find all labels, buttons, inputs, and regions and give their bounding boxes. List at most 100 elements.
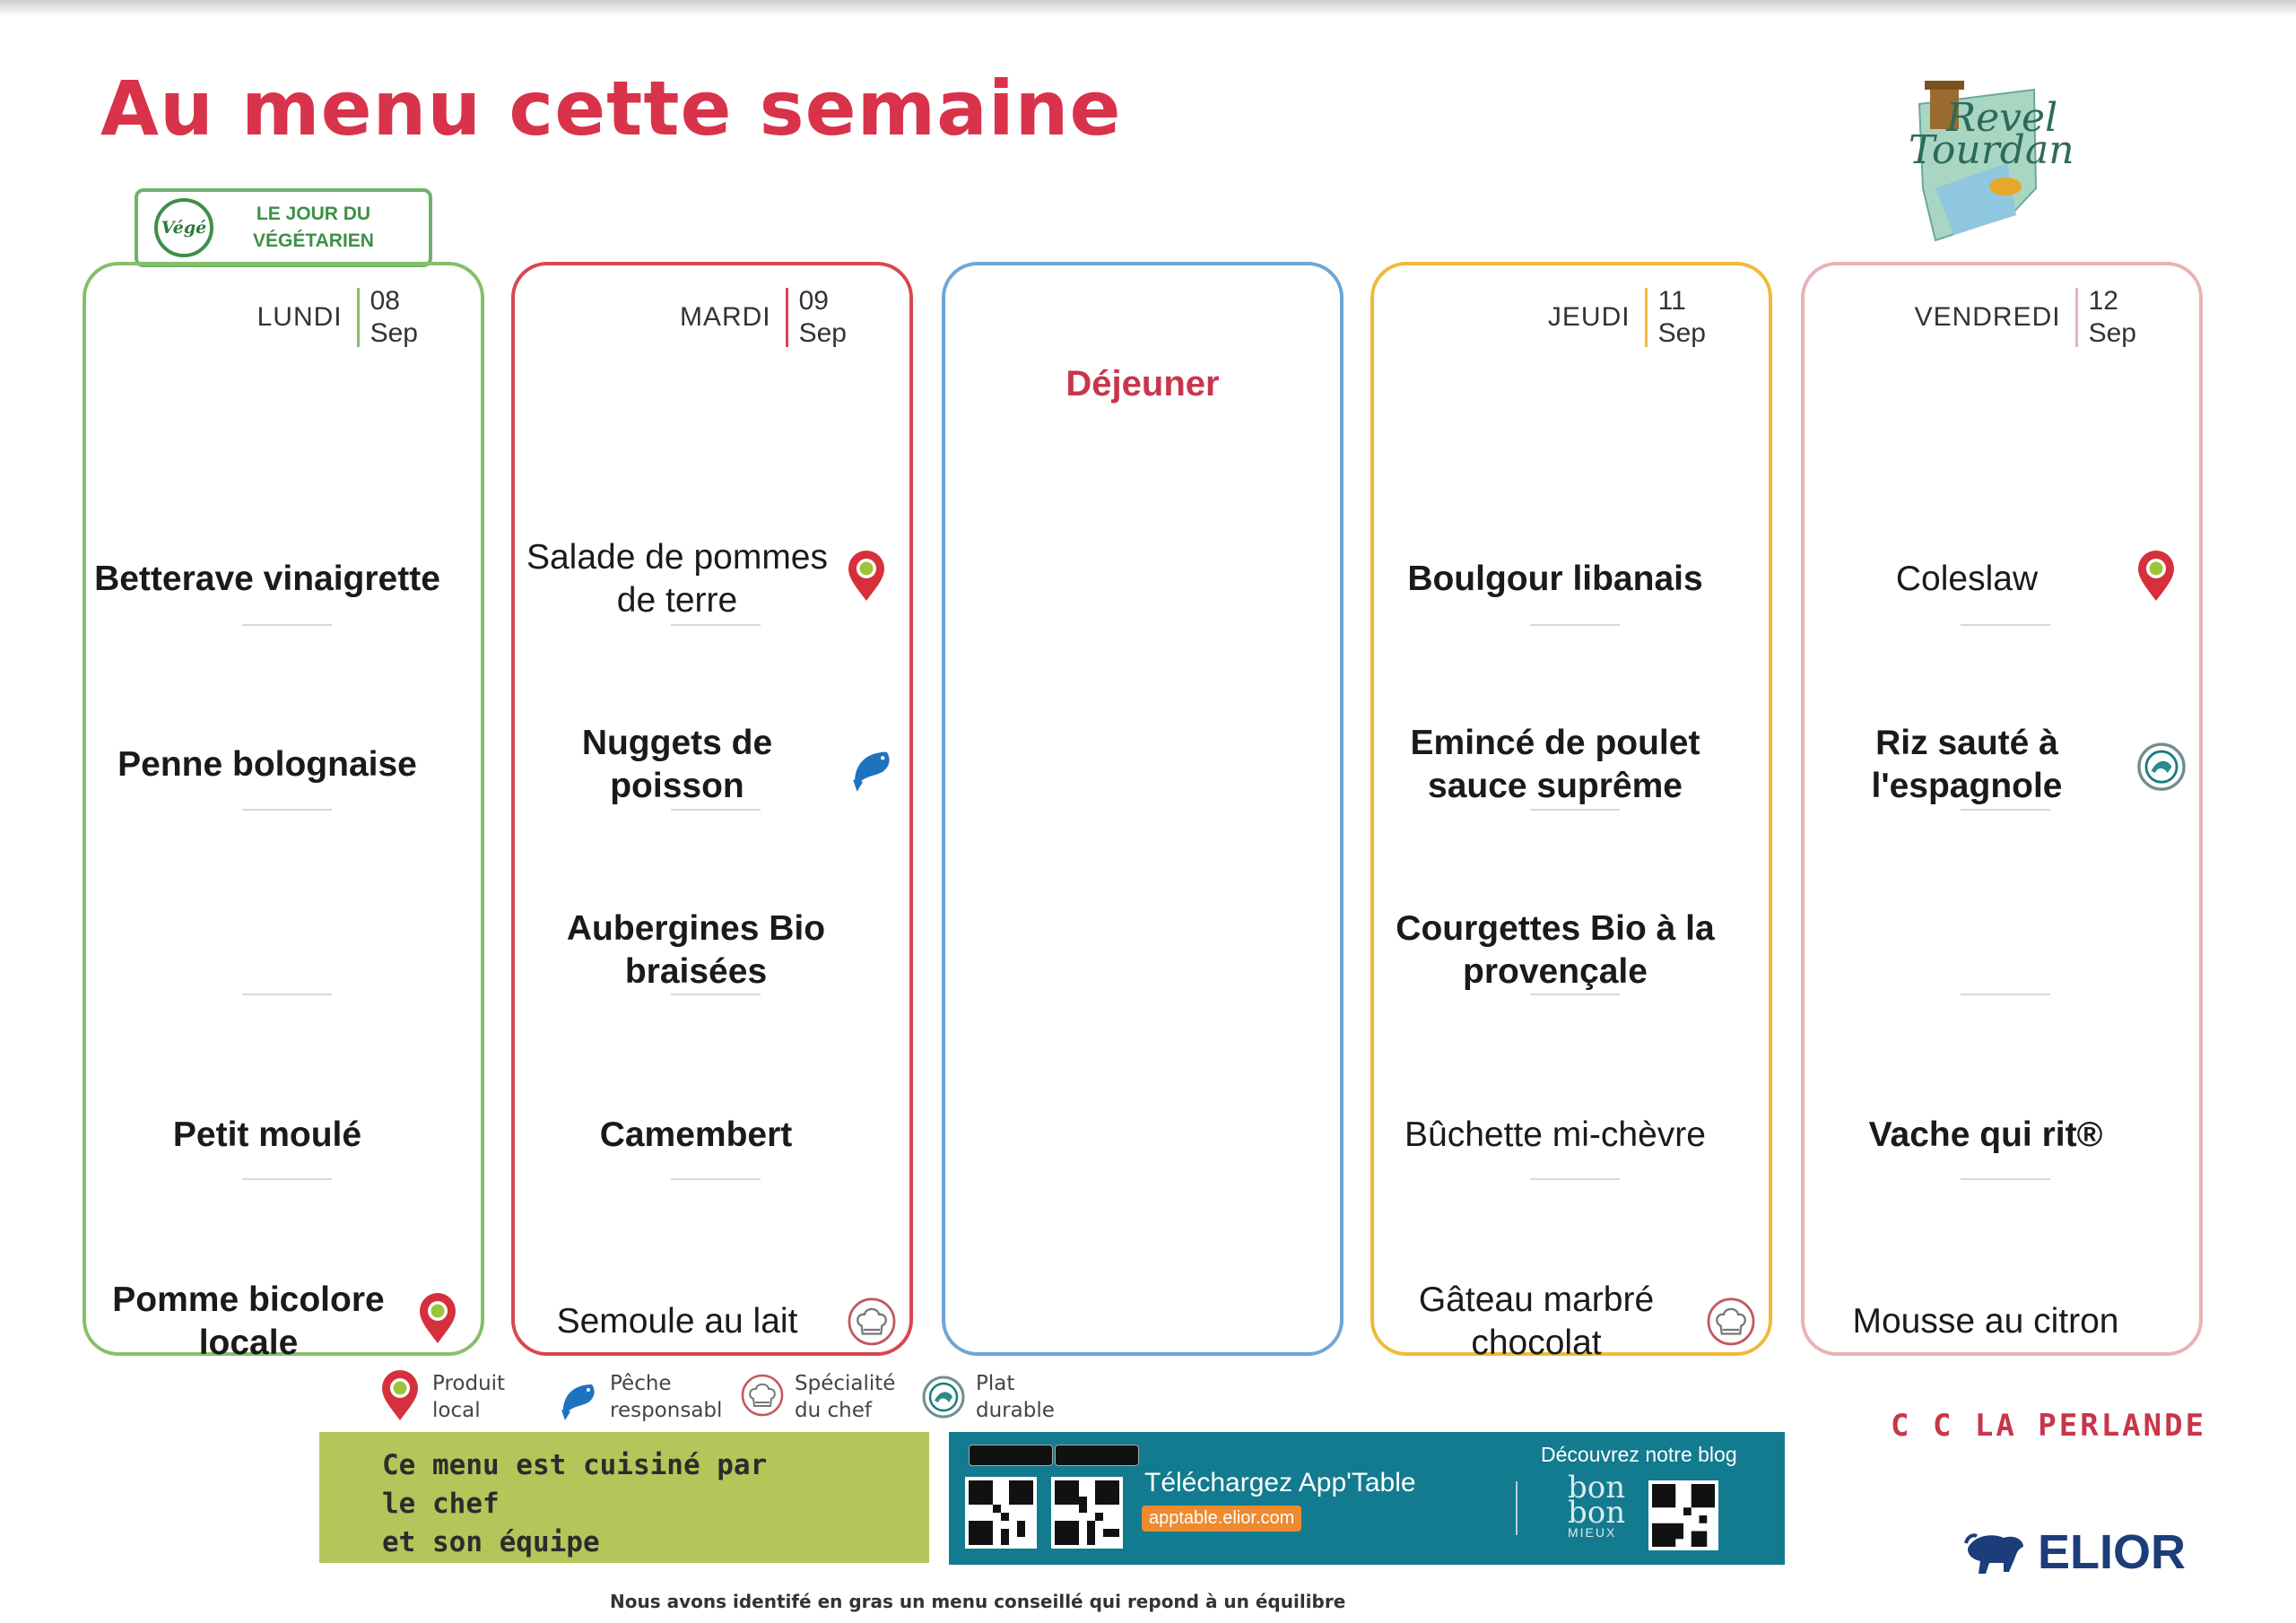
- elior-logo: ELIOR: [1964, 1524, 2186, 1580]
- app-url-link[interactable]: apptable.elior.com: [1142, 1506, 1302, 1532]
- dish-name: Boulgour libanais: [1407, 560, 1703, 598]
- dish-divider: [1530, 809, 1620, 811]
- chef-message-box: Ce menu est cuisiné par le chef et son é…: [319, 1432, 929, 1563]
- dish-divider: [671, 624, 761, 626]
- legend-chef-line1: Spécialité: [795, 1372, 896, 1395]
- footnote: Nous avons identifé en gras un menu cons…: [610, 1591, 1346, 1612]
- bon-bon-logo[interactable]: bon bon MIEUX: [1568, 1470, 1626, 1540]
- bonbon-line2: bon: [1568, 1495, 1626, 1531]
- chef-hat-icon: [845, 1293, 897, 1346]
- town-logo: Revel Tourdan: [1900, 81, 2074, 251]
- app-title: Téléchargez App'Table: [1144, 1468, 1416, 1497]
- banner-divider: [1516, 1481, 1518, 1535]
- dish-divider: [671, 809, 761, 811]
- day-number: 08: [370, 286, 400, 316]
- dish-divider: [242, 809, 332, 811]
- dish-divider: [1530, 1178, 1620, 1180]
- dish-name: Camembert: [599, 1115, 793, 1154]
- day-number: 11: [1657, 286, 1686, 316]
- dish-name: Coleslaw: [1895, 560, 2039, 598]
- dish-divider: [1961, 624, 2050, 626]
- qr-pattern: [1652, 1484, 1715, 1547]
- veg-badge-line2: VÉGÉTARIEN: [253, 230, 374, 251]
- dish-name: Mousse au citron: [1852, 1302, 2119, 1341]
- dish-name: Vache qui rit®: [1868, 1115, 2103, 1154]
- google-play-badge-icon[interactable]: [1055, 1445, 1139, 1466]
- day-column: Déjeuner: [942, 262, 1344, 1356]
- qr-pattern: [969, 1480, 1033, 1545]
- vege-logo: Végé: [154, 198, 213, 257]
- day-separator: [785, 288, 788, 347]
- dish-name: [91, 897, 443, 1004]
- chef-message-line3: et son équipe: [382, 1526, 600, 1558]
- day-month: Sep: [370, 318, 418, 348]
- day-name: LUNDI: [257, 302, 343, 332]
- legend-chef-line2: du chef: [795, 1399, 872, 1422]
- dish-name: Bûchette mi-chèvre: [1405, 1115, 1706, 1154]
- sustainable-dish-icon: [922, 1376, 965, 1419]
- legend-fish-line1: Pêche: [610, 1372, 672, 1395]
- meal-label: Déjeuner: [1065, 364, 1220, 404]
- elior-bull-icon: [1964, 1533, 2023, 1574]
- day-separator: [2074, 288, 2078, 347]
- local-product-icon: [416, 1293, 468, 1345]
- veg-badge-line1: LE JOUR DU: [256, 204, 371, 224]
- qr-code-icon[interactable]: [1051, 1477, 1123, 1549]
- day-number: 09: [798, 286, 829, 316]
- fish-icon: [845, 736, 897, 792]
- scan-edge: [0, 0, 2296, 16]
- dish-name: Penne bolognaise: [117, 745, 417, 784]
- dish-divider: [1961, 809, 2050, 811]
- dish-name: Gâteau marbré chocolat: [1418, 1280, 1655, 1362]
- legend-sustainable-line2: durable: [976, 1399, 1055, 1422]
- dish-divider: [242, 1178, 332, 1180]
- legend-local-line2: local: [432, 1399, 481, 1422]
- blog-label: Découvrez notre blog: [1541, 1443, 1737, 1466]
- legend-sustainable-dish: Plat durable: [922, 1370, 1055, 1424]
- day-name: MARDI: [679, 302, 771, 332]
- dish-name: Betterave vinaigrette: [94, 560, 440, 598]
- app-download-banner[interactable]: Téléchargez App'Table apptable.elior.com…: [949, 1432, 1785, 1565]
- dish-name: Petit moulé: [172, 1115, 362, 1154]
- dish-divider: [1530, 624, 1620, 626]
- elior-brand: ELIOR: [2038, 1525, 2187, 1579]
- vegetarian-day-badge: Végé LE JOUR DU VÉGÉTARIEN: [135, 188, 432, 267]
- app-store-badge-icon[interactable]: [969, 1445, 1053, 1466]
- legend-responsible-fishing: Pêche responsabl: [556, 1370, 722, 1424]
- day-number: 12: [2088, 286, 2118, 316]
- day-name: JEUDI: [1547, 302, 1631, 332]
- day-month: Sep: [798, 318, 847, 348]
- town-name-tourdan: Tourdan: [1909, 127, 2074, 173]
- dish-name: Riz sauté à l'espagnole: [1871, 724, 2063, 805]
- dish-name: [1810, 897, 2161, 1004]
- day-month: Sep: [2088, 318, 2136, 348]
- day-separator: [356, 288, 360, 347]
- dish-divider: [242, 994, 332, 995]
- dish-name: Salade de pommes de terre: [526, 538, 829, 620]
- vegetarian-day-label: LE JOUR DU VÉGÉTARIEN: [253, 201, 374, 255]
- dish-name: Courgettes Bio à la provençale: [1396, 909, 1715, 991]
- qr-code-icon[interactable]: [965, 1477, 1037, 1549]
- chef-hat-icon: [741, 1374, 784, 1417]
- local-product-icon: [845, 551, 897, 603]
- dish-name: Emincé de poulet sauce suprême: [1410, 724, 1700, 805]
- bonbon-line1: bon: [1568, 1470, 1626, 1506]
- school-name: C C LA PERLANDE: [1891, 1408, 2207, 1444]
- dish-divider: [1961, 994, 2050, 995]
- dish-name: Semoule au lait: [556, 1302, 798, 1341]
- page-title: Au menu cette semaine: [100, 65, 1122, 152]
- local-product-icon: [2135, 551, 2187, 603]
- dish-divider: [671, 994, 761, 995]
- qr-code-icon[interactable]: [1648, 1480, 1718, 1550]
- legend-local-product: Produit local: [378, 1370, 505, 1424]
- dish-divider: [1530, 994, 1620, 995]
- dish-name: Nuggets de poisson: [581, 724, 773, 805]
